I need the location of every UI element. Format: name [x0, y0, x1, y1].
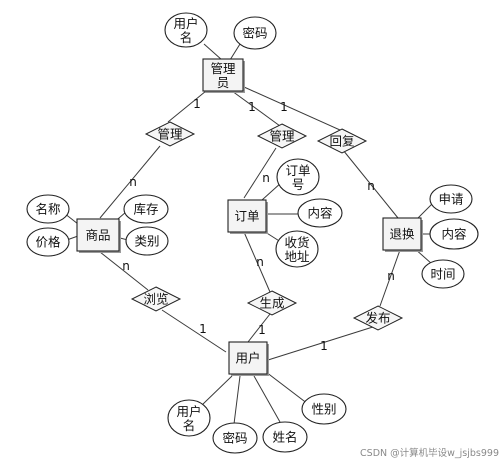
attribute-order-address-label: 收货地址 [284, 235, 310, 264]
attribute-return-content-label: 内容 [441, 227, 466, 242]
attribute-product-name-label: 名称 [35, 202, 60, 217]
cardinality-label: 1 [280, 100, 288, 114]
attribute-product-stock-label: 库存 [133, 202, 158, 217]
relationship-publish: 发布 [352, 305, 404, 331]
entity-admin: 管理员 [202, 58, 245, 93]
cardinality-label: n [129, 175, 137, 189]
relationship-manage-product: 管理 [144, 121, 196, 147]
attribute-user-password-label: 密码 [222, 431, 247, 446]
cardinality-label: n [387, 269, 395, 283]
attribute-admin-username: 用户名 [164, 12, 208, 48]
entity-admin-label: 管理员 [210, 61, 236, 90]
attribute-admin-password-label: 密码 [242, 26, 267, 41]
attribute-product-category: 类别 [125, 226, 169, 256]
cardinality-label: n [367, 179, 375, 193]
entity-order: 订单 [227, 199, 268, 234]
connector-lines [63, 43, 433, 425]
attribute-user-password: 密码 [212, 422, 258, 454]
cardinality-label: n [122, 259, 130, 273]
attribute-admin-username-label: 用户名 [173, 16, 198, 45]
attribute-product-name: 名称 [26, 194, 70, 224]
attribute-return-time: 时间 [421, 259, 465, 289]
entity-user-label: 用户 [235, 351, 260, 366]
attribute-order-number-label: 订单号 [285, 163, 310, 192]
attribute-return-content: 内容 [429, 218, 479, 250]
entity-return: 退换 [382, 217, 423, 252]
relationship-manage-order-label: 管理 [269, 129, 295, 144]
entity-product-label: 商品 [85, 228, 110, 243]
cardinality-labels: 1 n 1 n 1 n n 1 n 1 n 1 [122, 97, 395, 353]
entity-user: 用户 [228, 341, 269, 376]
attribute-user-gender-label: 性别 [311, 402, 336, 417]
attribute-admin-password: 密码 [233, 16, 277, 50]
relationship-publish-label: 发布 [365, 311, 390, 326]
cardinality-label: n [256, 255, 264, 269]
relationship-manage-order: 管理 [256, 123, 308, 149]
attribute-return-apply-label: 申请 [438, 192, 463, 207]
entity-product: 商品 [76, 218, 121, 253]
cardinality-label: 1 [193, 97, 201, 111]
attribute-product-category-label: 类别 [134, 234, 159, 249]
relationship-browse-label: 浏览 [143, 292, 168, 307]
entity-return-label: 退换 [389, 227, 415, 242]
relationship-generate: 生成 [246, 290, 298, 316]
attribute-user-name-label: 姓名 [272, 430, 297, 445]
cardinality-label: 1 [248, 100, 256, 114]
relationship-generate-label: 生成 [259, 296, 284, 311]
cardinality-label: 1 [199, 322, 207, 336]
attribute-return-time-label: 时间 [430, 267, 455, 282]
attribute-order-content-label: 内容 [307, 206, 332, 221]
attribute-order-number: 订单号 [276, 158, 320, 196]
attribute-return-apply: 申请 [429, 184, 473, 214]
relationship-reply: 回复 [316, 128, 368, 154]
attribute-order-address: 收货地址 [275, 230, 319, 268]
attribute-product-price: 价格 [26, 227, 70, 257]
cardinality-label: 1 [258, 323, 266, 337]
relationship-manage-product-label: 管理 [157, 127, 183, 142]
relationship-browse: 浏览 [130, 286, 182, 312]
entity-order-label: 订单 [234, 209, 259, 224]
attribute-user-gender: 性别 [301, 393, 347, 425]
attribute-product-stock: 库存 [123, 194, 169, 224]
cardinality-label: 1 [320, 339, 328, 353]
attribute-order-content: 内容 [297, 198, 343, 228]
attribute-user-username-label: 用户名 [176, 404, 201, 433]
attribute-user-username: 用户名 [167, 399, 211, 437]
attribute-user-name: 姓名 [262, 421, 308, 453]
watermark: CSDN @计算机毕设w_jsjbs999 [360, 448, 499, 459]
cardinality-label: n [262, 171, 270, 185]
relationship-reply-label: 回复 [329, 134, 355, 149]
attribute-product-price-label: 价格 [35, 235, 61, 250]
